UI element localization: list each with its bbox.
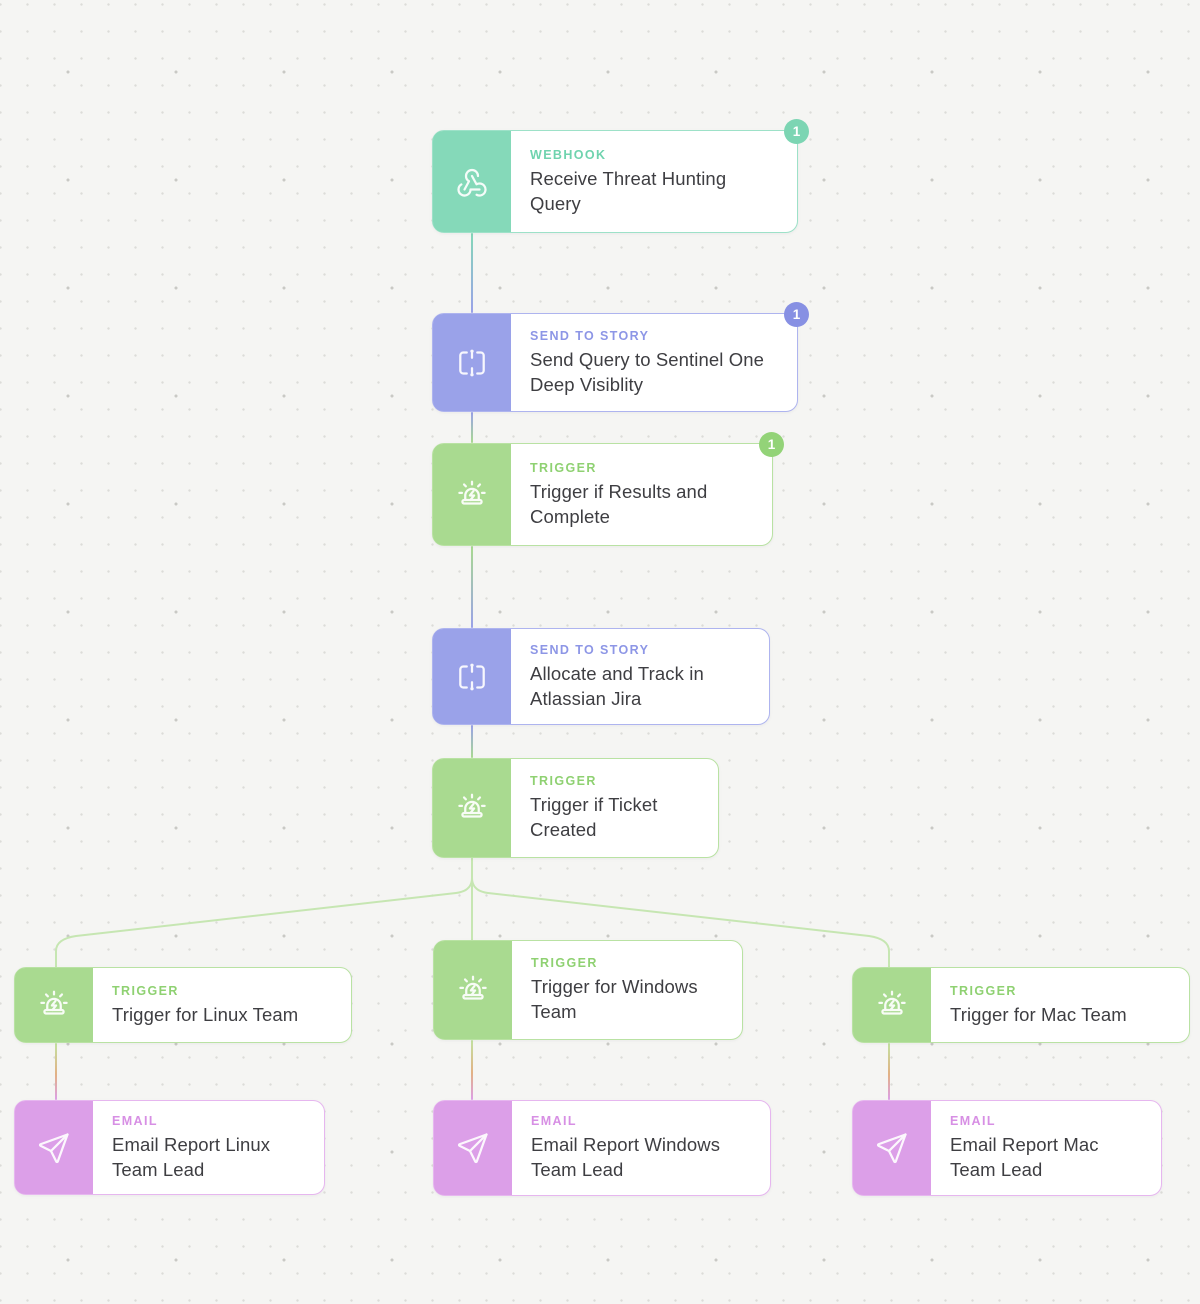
email-send-icon: [853, 1101, 931, 1195]
node-type-label: EMAIL: [531, 1114, 577, 1128]
node-title: Allocate and Track in Atlassian Jira: [530, 662, 704, 709]
node-title: Email Report Linux Team Lead: [112, 1133, 271, 1180]
node-type-label: TRIGGER: [112, 983, 179, 998]
node-trigger-results[interactable]: TRIGGER Trigger if Results and Complete …: [432, 432, 784, 546]
connector-trigger-to-jira: [471, 546, 473, 628]
node-type-label: SEND TO STORY: [530, 328, 650, 343]
event-count-badge[interactable]: 1: [759, 432, 784, 457]
trigger-icon: [853, 968, 931, 1042]
node-title: Trigger for Windows Team: [531, 976, 698, 1022]
node-title: Trigger if Results and Complete: [530, 480, 708, 527]
node-title: Email Report Mac Team Lead: [950, 1134, 1099, 1180]
node-type-label: TRIGGER: [530, 774, 597, 788]
node-trigger-mac[interactable]: TRIGGER Trigger for Mac Team: [852, 967, 1190, 1043]
node-email-mac[interactable]: EMAIL Email Report Mac Team Lead: [852, 1100, 1162, 1196]
webhook-icon: [433, 131, 511, 232]
node-type-label: TRIGGER: [530, 460, 597, 475]
email-send-icon: [15, 1101, 93, 1194]
trigger-icon: [433, 759, 511, 857]
node-email-windows[interactable]: EMAIL Email Report Windows Team Lead: [433, 1100, 771, 1196]
trigger-icon: [15, 968, 93, 1042]
node-title: Trigger if Ticket Created: [530, 794, 658, 840]
connector-sendstory-to-trigger: [471, 412, 473, 443]
trigger-icon: [433, 444, 511, 545]
story-icon: [433, 314, 511, 411]
node-title: Trigger for Linux Team: [112, 1003, 299, 1025]
node-sendstory-jira[interactable]: SEND TO STORY Allocate and Track in Atla…: [432, 628, 770, 725]
connector-windows-trigger-to-email: [471, 1040, 473, 1100]
node-title: Send Query to Sentinel One Deep Visiblit…: [530, 348, 764, 395]
node-type-label: TRIGGER: [950, 983, 1017, 998]
node-type-label: EMAIL: [950, 1114, 996, 1128]
node-sendstory-sentinel[interactable]: SEND TO STORY Send Query to Sentinel One…: [432, 302, 809, 412]
node-type-label: WEBHOOK: [530, 147, 607, 162]
node-title: Receive Threat Hunting Query: [530, 167, 727, 214]
event-count-badge[interactable]: 1: [784, 119, 809, 144]
node-type-label: SEND TO STORY: [530, 642, 650, 657]
node-type-label: TRIGGER: [531, 956, 598, 970]
node-type-label: EMAIL: [112, 1113, 158, 1128]
connector-webhook-to-sendstory: [471, 233, 473, 313]
node-trigger-ticket[interactable]: TRIGGER Trigger if Ticket Created: [432, 758, 719, 858]
node-webhook-receive[interactable]: WEBHOOK Receive Threat Hunting Query 1: [432, 119, 809, 233]
node-title: Trigger for Mac Team: [950, 1003, 1127, 1025]
email-send-icon: [434, 1101, 512, 1195]
node-title: Email Report Windows Team Lead: [531, 1134, 721, 1180]
connector-jira-to-ticket-trigger: [471, 725, 473, 758]
node-email-linux[interactable]: EMAIL Email Report Linux Team Lead: [14, 1100, 325, 1195]
event-count-badge[interactable]: 1: [784, 302, 809, 327]
connector-linux-trigger-to-email: [55, 1043, 57, 1100]
trigger-icon: [434, 941, 512, 1039]
node-trigger-windows[interactable]: TRIGGER Trigger for Windows Team: [433, 940, 743, 1040]
node-trigger-linux[interactable]: TRIGGER Trigger for Linux Team: [14, 967, 352, 1043]
connector-mac-trigger-to-email: [888, 1043, 890, 1100]
story-icon: [433, 629, 511, 724]
